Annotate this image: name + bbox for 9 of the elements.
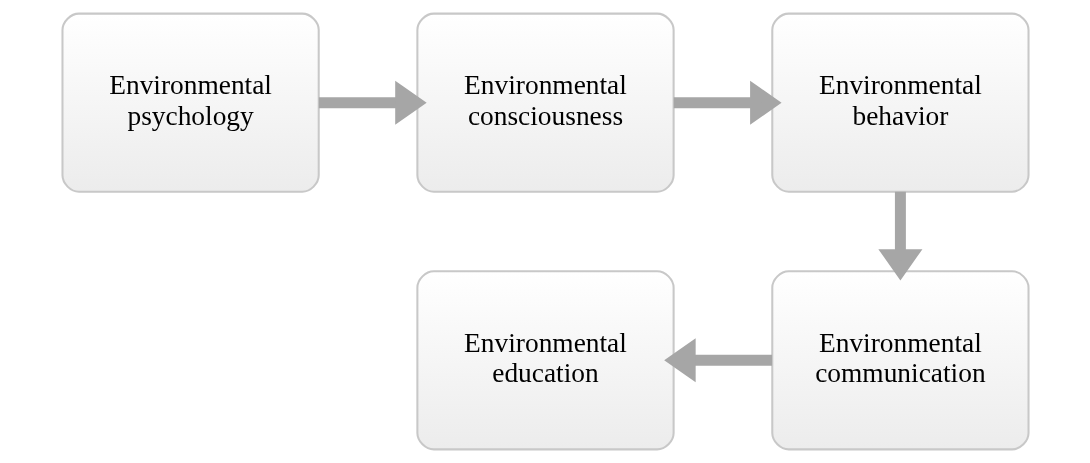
node-box: Environmental communication <box>770 270 1030 451</box>
arrow <box>673 80 782 125</box>
node-box: Environmental consciousness <box>415 12 675 193</box>
arrow <box>877 191 922 281</box>
node-box: Environmental education <box>415 270 675 451</box>
arrow <box>663 338 772 383</box>
node-box: Environmental psychology <box>60 12 320 193</box>
node-box: Environmental behavior <box>770 12 1030 193</box>
arrow <box>318 80 427 125</box>
